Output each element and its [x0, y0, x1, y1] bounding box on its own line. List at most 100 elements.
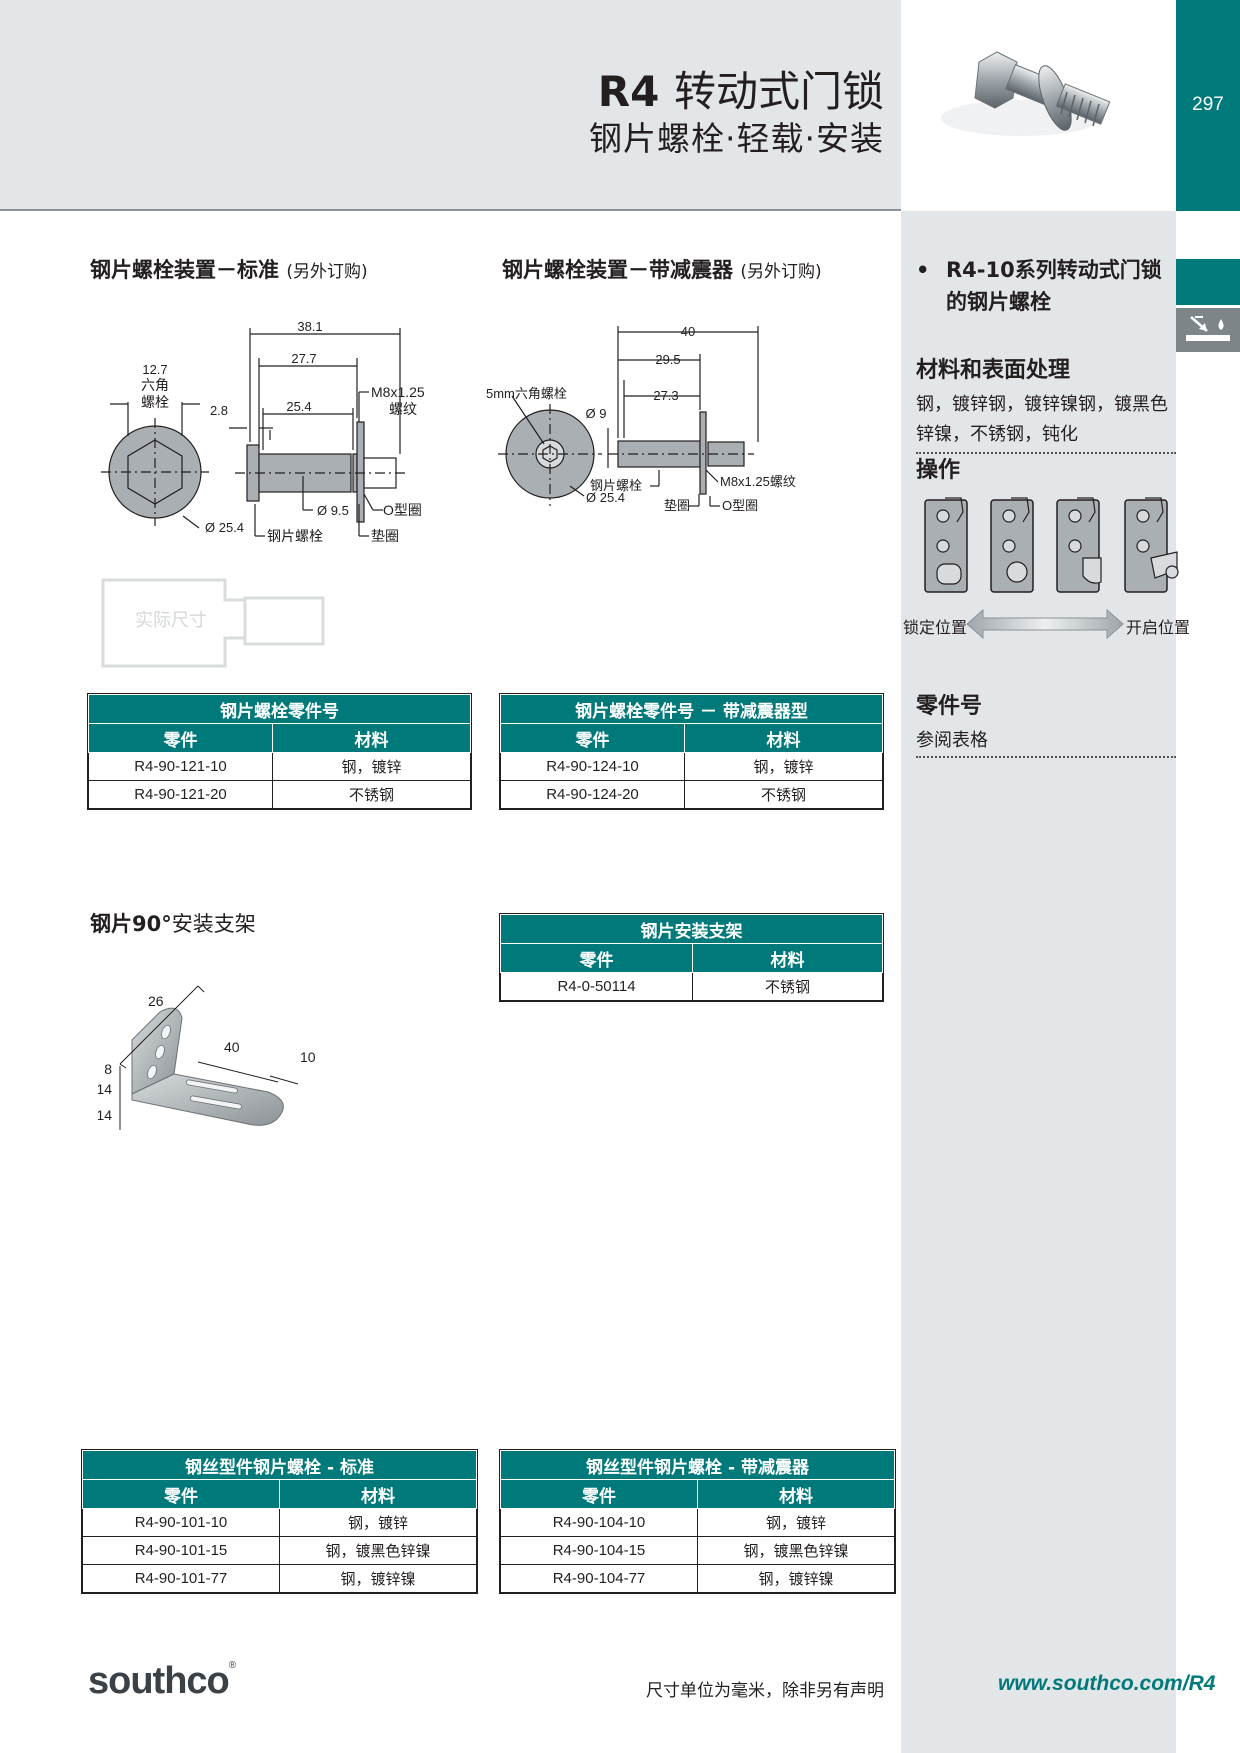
label-hex-1: 六角	[141, 377, 169, 393]
dim-dia-9-5: Ø 9.5	[317, 503, 349, 518]
col-part: 零件	[82, 1479, 280, 1509]
material-cell: 不锈钢	[684, 780, 883, 809]
finish-icon	[1176, 308, 1240, 352]
sidebar	[901, 211, 1176, 1753]
label-washer: 垫圈	[371, 528, 399, 544]
bracket-drawing: 26 40 10 8 14 14	[98, 985, 316, 1130]
dim-27-7: 27.7	[291, 351, 316, 366]
material-cell: 钢，镀锌	[272, 752, 471, 781]
dim-40: 40	[681, 324, 695, 339]
dim-12-7: 12.7	[142, 362, 167, 377]
bracket-title-bold: 钢片90°	[90, 912, 172, 936]
damper-bolt-drawing: 40 29.5 27.3 Ø 9 Ø 25.4 5mm六角螺栓 钢片螺栓 垫圈 …	[486, 324, 796, 513]
label-actual-size: 实际尺寸	[135, 610, 207, 630]
part-text: 参阅表格	[916, 726, 1176, 758]
material-block: 材料和表面处理 钢，镀锌钢，镀锌镍钢，镀黑色锌镍，不锈钢，钝化	[916, 352, 1176, 454]
part-cell: R4-0-50114	[500, 972, 693, 1001]
footer-url-link[interactable]: www.southco.com/R4	[998, 1672, 1216, 1695]
dim-dia-25-4: Ø 25.4	[205, 520, 244, 535]
open-position-label: 开启位置	[1126, 618, 1191, 637]
col-material: 材料	[684, 723, 883, 753]
dim-2-8: 2.8	[210, 403, 228, 418]
col-part: 零件	[500, 1479, 698, 1509]
label-oring: O型圈	[383, 502, 422, 518]
table-caption: 钢片螺栓零件号 － 带减震器型	[500, 694, 883, 724]
table-caption: 钢丝型件钢片螺栓 - 带减震器	[500, 1450, 895, 1480]
product-photo	[901, 0, 1176, 211]
label-bolt: 钢片螺栓	[590, 478, 642, 493]
material-cell: 钢，镀锌	[279, 1508, 477, 1537]
dim-14-a: 14	[98, 1081, 112, 1097]
registered-mark: ®	[228, 1660, 236, 1671]
part-cell: R4-90-104-10	[500, 1508, 698, 1537]
table-caption: 钢片螺栓零件号	[88, 694, 471, 724]
table-caption: 钢片安装支架	[500, 914, 883, 944]
dim-38-1: 38.1	[297, 319, 322, 334]
bracket-section-title: 钢片90°安装支架	[90, 908, 256, 938]
southco-logo: southco®	[88, 1660, 236, 1703]
col-material: 材料	[692, 943, 883, 973]
part-cell: R4-90-121-10	[88, 752, 273, 781]
label-bolt: 钢片螺栓	[267, 528, 323, 544]
page-title: R4 转动式门锁	[598, 58, 884, 119]
material-cell: 不锈钢	[272, 780, 471, 809]
dim-27-3: 27.3	[653, 388, 678, 403]
damper-section-title: 钢片螺栓装置－带减震器 (另外订购)	[502, 254, 822, 284]
part-cell: R4-90-124-10	[500, 752, 685, 781]
logo-text: southco	[88, 1660, 230, 1702]
title-rest: 转动式门锁	[673, 67, 884, 116]
col-material: 材料	[697, 1479, 895, 1509]
damper-title-text: 钢片螺栓装置－带减震器	[502, 258, 733, 282]
dim-40: 40	[224, 1039, 240, 1055]
material-cell: 钢，镀锌镍	[279, 1564, 477, 1593]
dim-26: 26	[148, 993, 164, 1009]
col-part: 零件	[500, 723, 685, 753]
label-hex-bolt: 5mm六角螺栓	[486, 386, 567, 401]
col-material: 材料	[279, 1479, 477, 1509]
dim-8: 8	[104, 1061, 112, 1077]
material-cell: 钢，镀黑色锌镍	[279, 1536, 477, 1565]
dim-dia-25-4: Ø 25.4	[586, 490, 625, 505]
part-cell: R4-90-101-10	[82, 1508, 280, 1537]
standard-bolt-drawing: 38.1 27.7 25.4 2.8 12.7 Ø 25.4 Ø 9.5 六角 …	[101, 319, 425, 668]
sidebar-tab	[1176, 259, 1240, 305]
page-number: 297	[1192, 94, 1224, 115]
locked-position-label: 锁定位置	[903, 618, 968, 637]
page-subtitle: 钢片螺栓·轻载·安装	[589, 119, 884, 158]
part-block: 零件号 参阅表格	[916, 688, 1176, 758]
material-heading: 材料和表面处理	[916, 358, 1071, 383]
part-cell: R4-90-104-77	[500, 1564, 698, 1593]
material-cell: 钢，镀锌	[684, 752, 883, 781]
operation-block: 操作	[916, 452, 1176, 484]
table-caption: 钢丝型件钢片螺栓 - 标准	[82, 1450, 477, 1480]
sidebar-bullet: R4-10系列转动式门锁的钢片螺栓	[916, 254, 1166, 318]
standard-title-note: (另外订购)	[286, 262, 368, 282]
dim-dia-9: Ø 9	[586, 406, 607, 421]
part-heading: 零件号	[916, 694, 983, 719]
header-banner	[0, 0, 901, 211]
material-cell: 钢，镀黑色锌镍	[697, 1536, 895, 1565]
material-cell: 钢，镀锌	[697, 1508, 895, 1537]
part-cell: R4-90-121-20	[88, 780, 273, 809]
bracket-title-rest: 安装支架	[171, 912, 256, 936]
units-note: 尺寸单位为毫米，除非另有声明	[646, 1681, 884, 1701]
col-material: 材料	[272, 723, 471, 753]
material-text: 钢，镀锌钢，镀锌镍钢，镀黑色锌镍，不锈钢，钝化	[916, 390, 1176, 454]
standard-title-text: 钢片螺栓装置－标准	[90, 258, 279, 282]
page-tab	[1176, 0, 1240, 211]
part-cell: R4-90-101-77	[82, 1564, 280, 1593]
